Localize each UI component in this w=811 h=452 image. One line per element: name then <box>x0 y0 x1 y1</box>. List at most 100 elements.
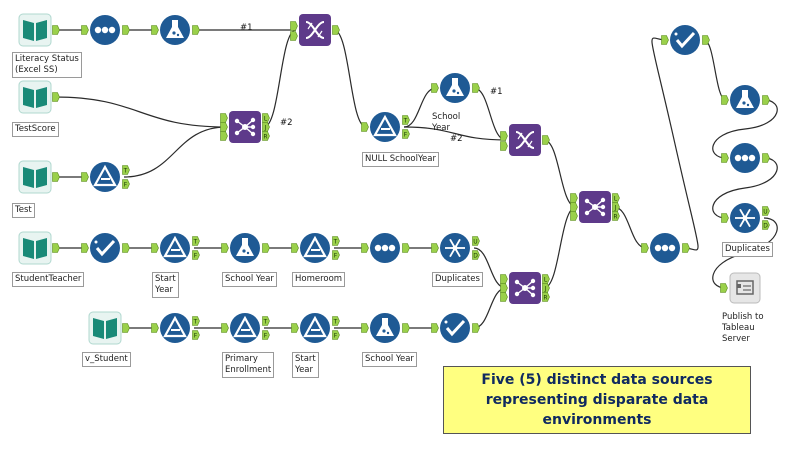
output-anchor[interactable]: L <box>262 113 270 123</box>
output-anchor[interactable]: J <box>262 122 270 132</box>
input-anchor[interactable] <box>220 113 228 123</box>
output-anchor[interactable] <box>472 323 480 333</box>
input-anchor[interactable] <box>220 131 228 141</box>
output-anchor[interactable]: R <box>612 211 620 221</box>
input-anchor[interactable] <box>361 122 369 132</box>
output-anchor[interactable]: F <box>262 330 270 340</box>
workflow-connection[interactable] <box>123 126 227 178</box>
filter-triangle-icon[interactable] <box>300 233 330 263</box>
workflow-connection[interactable] <box>333 29 367 128</box>
input-anchor[interactable] <box>570 211 578 221</box>
formula-flask-icon[interactable] <box>230 233 260 263</box>
output-anchor[interactable] <box>52 92 60 102</box>
input-anchor[interactable] <box>431 83 439 93</box>
output-anchor[interactable] <box>122 243 130 253</box>
input-anchor[interactable] <box>290 31 298 41</box>
select-dots-icon[interactable] <box>730 143 760 173</box>
input-anchor[interactable] <box>290 21 298 31</box>
output-anchor[interactable]: T <box>192 316 200 326</box>
check-icon[interactable] <box>90 233 120 263</box>
input-anchor[interactable] <box>500 274 508 284</box>
output-anchor[interactable]: J <box>542 283 550 293</box>
output-anchor[interactable] <box>682 243 690 253</box>
filter-triangle-icon[interactable] <box>230 313 260 343</box>
snowflake-unique-icon[interactable] <box>730 203 760 233</box>
output-anchor[interactable]: J <box>612 202 620 212</box>
input-anchor[interactable] <box>661 35 669 45</box>
input-anchor[interactable] <box>151 323 159 333</box>
output-anchor[interactable]: T <box>262 316 270 326</box>
output-anchor[interactable]: U <box>762 206 770 216</box>
formula-flask-icon[interactable] <box>440 73 470 103</box>
formula-flask-icon[interactable] <box>730 85 760 115</box>
filter-triangle-icon[interactable] <box>160 233 190 263</box>
union-icon[interactable] <box>579 191 611 223</box>
input-anchor[interactable] <box>500 141 508 151</box>
workflow-connection[interactable] <box>703 39 727 101</box>
input-anchor[interactable] <box>500 131 508 141</box>
input-anchor[interactable] <box>81 243 89 253</box>
output-anchor[interactable] <box>332 25 340 35</box>
output-anchor[interactable]: L <box>612 193 620 203</box>
select-dots-icon[interactable] <box>370 233 400 263</box>
workflow-connection[interactable] <box>712 157 778 219</box>
input-anchor[interactable] <box>721 95 729 105</box>
workflow-connection[interactable] <box>712 99 778 159</box>
book-input-icon[interactable] <box>18 13 52 47</box>
formula-flask-icon[interactable] <box>160 15 190 45</box>
join-dna-icon[interactable] <box>299 14 331 46</box>
output-anchor[interactable] <box>472 83 480 93</box>
union-icon[interactable] <box>229 111 261 143</box>
workflow-connection[interactable] <box>651 37 699 251</box>
publish-tableau-icon[interactable] <box>729 272 761 304</box>
check-icon[interactable] <box>440 313 470 343</box>
input-anchor[interactable] <box>500 283 508 293</box>
input-anchor[interactable] <box>221 243 229 253</box>
output-anchor[interactable]: D <box>762 220 770 230</box>
input-anchor[interactable] <box>721 213 729 223</box>
output-anchor[interactable] <box>702 35 710 45</box>
filter-triangle-icon[interactable] <box>160 313 190 343</box>
output-anchor[interactable]: U <box>472 236 480 246</box>
output-anchor[interactable]: T <box>192 236 200 246</box>
output-anchor[interactable]: F <box>332 250 340 260</box>
output-anchor[interactable] <box>762 153 770 163</box>
book-input-icon[interactable] <box>18 80 52 114</box>
output-anchor[interactable]: F <box>332 330 340 340</box>
output-anchor[interactable] <box>122 25 130 35</box>
output-anchor[interactable] <box>542 135 550 145</box>
output-anchor[interactable]: F <box>192 250 200 260</box>
output-anchor[interactable]: F <box>192 330 200 340</box>
input-anchor[interactable] <box>151 25 159 35</box>
snowflake-unique-icon[interactable] <box>440 233 470 263</box>
input-anchor[interactable] <box>81 172 89 182</box>
book-input-icon[interactable] <box>18 231 52 265</box>
input-anchor[interactable] <box>720 283 728 293</box>
input-anchor[interactable] <box>641 243 649 253</box>
input-anchor[interactable] <box>151 243 159 253</box>
output-anchor[interactable]: T <box>332 316 340 326</box>
filter-triangle-icon[interactable] <box>370 112 400 142</box>
output-anchor[interactable] <box>262 243 270 253</box>
workflow-connection[interactable] <box>263 29 297 128</box>
input-anchor[interactable] <box>220 122 228 132</box>
input-anchor[interactable] <box>431 243 439 253</box>
output-anchor[interactable] <box>402 243 410 253</box>
book-input-icon[interactable] <box>18 160 52 194</box>
output-anchor[interactable]: T <box>122 165 130 175</box>
workflow-connection[interactable] <box>613 206 647 249</box>
union-icon[interactable] <box>509 272 541 304</box>
workflow-connection[interactable] <box>403 126 507 141</box>
filter-triangle-icon[interactable] <box>90 162 120 192</box>
output-anchor[interactable]: T <box>332 236 340 246</box>
input-anchor[interactable] <box>721 153 729 163</box>
output-anchor[interactable]: T <box>402 115 410 125</box>
output-anchor[interactable] <box>52 243 60 253</box>
filter-triangle-icon[interactable] <box>300 313 330 343</box>
input-anchor[interactable] <box>291 323 299 333</box>
output-anchor[interactable] <box>402 323 410 333</box>
workflow-connection[interactable] <box>53 96 227 128</box>
output-anchor[interactable]: F <box>122 179 130 189</box>
output-anchor[interactable] <box>762 95 770 105</box>
